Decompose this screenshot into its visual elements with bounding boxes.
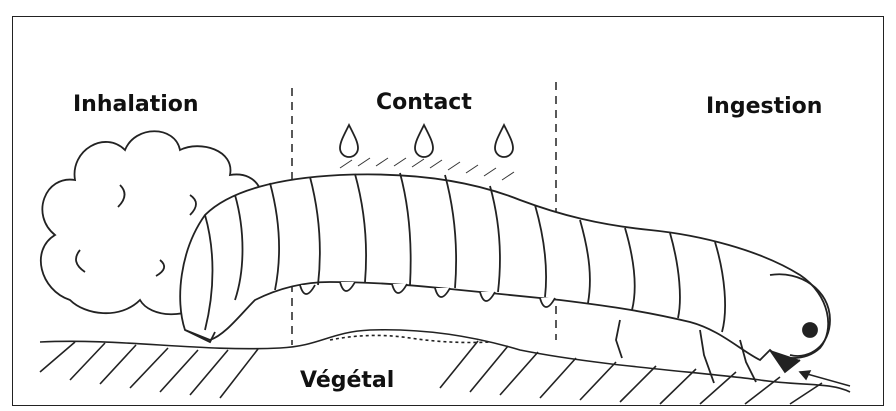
droplet-icon: [340, 125, 358, 157]
label-contact: Contact: [376, 90, 472, 115]
caterpillar: [180, 173, 830, 383]
label-inhalation: Inhalation: [73, 92, 199, 117]
droplet-icons: [340, 125, 513, 157]
label-ingestion: Ingestion: [706, 94, 822, 119]
label-substrate: Végétal: [300, 368, 394, 393]
droplet-icon: [495, 125, 513, 157]
droplet-icon: [415, 125, 433, 157]
